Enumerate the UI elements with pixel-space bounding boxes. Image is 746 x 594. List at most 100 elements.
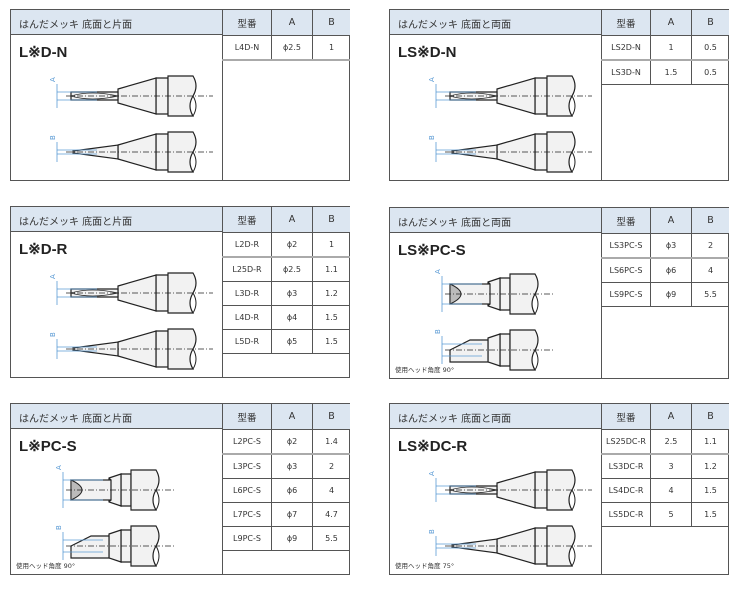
- cell: L2PC-S: [222, 429, 272, 455]
- cell: ϕ5: [271, 329, 313, 354]
- col-a: A: [650, 208, 692, 234]
- col-b: B: [312, 207, 350, 233]
- col-a: A: [650, 10, 692, 36]
- series-title: L※D-R: [19, 241, 68, 258]
- svg-text:B: B: [428, 529, 436, 534]
- cell: LS4DC-R: [601, 478, 651, 503]
- cell: ϕ9: [650, 282, 692, 307]
- col-a: A: [271, 404, 313, 430]
- cell: 1.5: [650, 60, 692, 85]
- cell: LS25DC-R: [601, 429, 651, 455]
- svg-text:A: A: [49, 274, 57, 279]
- head-angle-note: 使用ヘッド角度 90°: [395, 366, 455, 374]
- cell: 1.1: [691, 429, 729, 455]
- col-a: A: [650, 404, 692, 430]
- col-a: A: [271, 10, 313, 36]
- svg-text:A: A: [428, 77, 436, 82]
- head-angle-note: 使用ヘッド角度 75°: [395, 562, 455, 570]
- cell: ϕ3: [271, 281, 313, 306]
- cell: 1: [650, 35, 692, 61]
- cell: L7PC-S: [222, 502, 272, 527]
- cell: 1.5: [312, 329, 350, 354]
- cell: 3: [650, 454, 692, 479]
- cell: ϕ7: [271, 502, 313, 527]
- cell: 4: [691, 258, 729, 283]
- cell: 4.7: [312, 502, 350, 527]
- series-title: L※D-N: [19, 44, 68, 61]
- cell: LS3PC-S: [601, 233, 651, 259]
- panel-header: はんだメッキ 底面と両面: [390, 10, 601, 35]
- divider: [601, 10, 602, 180]
- cell: LS3DC-R: [601, 454, 651, 479]
- cell: 4: [650, 478, 692, 503]
- col-b: B: [312, 10, 350, 36]
- cell: L5D-R: [222, 329, 272, 354]
- cell: 0.5: [691, 60, 729, 85]
- svg-text:A: A: [434, 269, 442, 274]
- panel-header: はんだメッキ 底面と片面: [11, 10, 222, 35]
- series-title: LS※PC-S: [398, 242, 466, 259]
- cell: ϕ3: [650, 233, 692, 259]
- cell: L6PC-S: [222, 478, 272, 503]
- svg-text:B: B: [49, 135, 57, 140]
- cell: 1.4: [312, 429, 350, 455]
- cell: 1.5: [691, 478, 729, 503]
- cell: LS3D-N: [601, 60, 651, 85]
- col-model: 型番: [601, 208, 651, 234]
- cell: LS5DC-R: [601, 502, 651, 527]
- series-title: L※PC-S: [19, 438, 77, 455]
- cell: 5: [650, 502, 692, 527]
- cell: 1.5: [691, 502, 729, 527]
- cell: L25D-R: [222, 257, 272, 282]
- cell: LS6PC-S: [601, 258, 651, 283]
- cell: L3PC-S: [222, 454, 272, 479]
- cell: ϕ2.5: [271, 35, 313, 61]
- cell: 5.5: [312, 526, 350, 551]
- cell: 2: [691, 233, 729, 259]
- cell: L4D-N: [222, 35, 272, 61]
- divider: [222, 10, 223, 180]
- cell: ϕ4: [271, 305, 313, 330]
- cell: 1.2: [312, 281, 350, 306]
- panel-header: はんだメッキ 底面と両面: [390, 404, 601, 429]
- col-model: 型番: [222, 10, 272, 36]
- svg-text:B: B: [434, 329, 442, 334]
- panel-header: はんだメッキ 底面と片面: [11, 404, 222, 429]
- cell: ϕ6: [271, 478, 313, 503]
- col-b: B: [312, 404, 350, 430]
- cell: ϕ2.5: [271, 257, 313, 282]
- cell: 2.5: [650, 429, 692, 455]
- col-model: 型番: [601, 404, 651, 430]
- cell: L3D-R: [222, 281, 272, 306]
- col-model: 型番: [222, 207, 272, 233]
- cell: 2: [312, 454, 350, 479]
